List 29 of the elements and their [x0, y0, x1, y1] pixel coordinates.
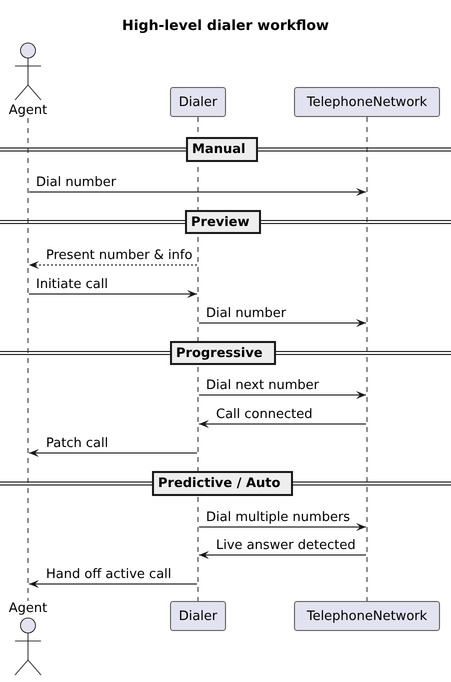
participant-box: TelephoneNetwork [294, 87, 440, 117]
actor-label: Agent [8, 103, 48, 118]
message-label: Live answer detected [216, 538, 356, 553]
diagram-title: High-level dialer workflow [122, 18, 329, 35]
lifeline [366, 117, 368, 601]
participant-box: Dialer [170, 87, 226, 117]
lifeline [27, 118, 29, 601]
message-arrow [198, 551, 366, 559]
participant-box: Dialer [170, 601, 226, 631]
actor-label: Agent [8, 601, 48, 616]
message-label: Dial number [36, 175, 116, 190]
message-label: Dial number [206, 306, 286, 321]
message-label: Initiate call [36, 277, 108, 292]
message-arrow [198, 523, 366, 531]
message-arrow [198, 319, 366, 327]
message-label: Dial next number [206, 378, 320, 393]
message-label: Dial multiple numbers [206, 510, 350, 525]
message-label: Call connected [216, 407, 312, 422]
message-arrow [28, 580, 198, 588]
message-label: Hand off active call [46, 567, 172, 582]
message-arrow [28, 261, 198, 269]
message-arrow [28, 290, 198, 298]
message-label: Present number & info [46, 248, 192, 263]
message-arrow [28, 188, 366, 196]
message-arrow [198, 391, 366, 399]
participant-box: TelephoneNetwork [294, 601, 440, 631]
message-arrow [28, 449, 198, 457]
message-label: Patch call [46, 436, 108, 451]
message-arrow [198, 420, 366, 428]
